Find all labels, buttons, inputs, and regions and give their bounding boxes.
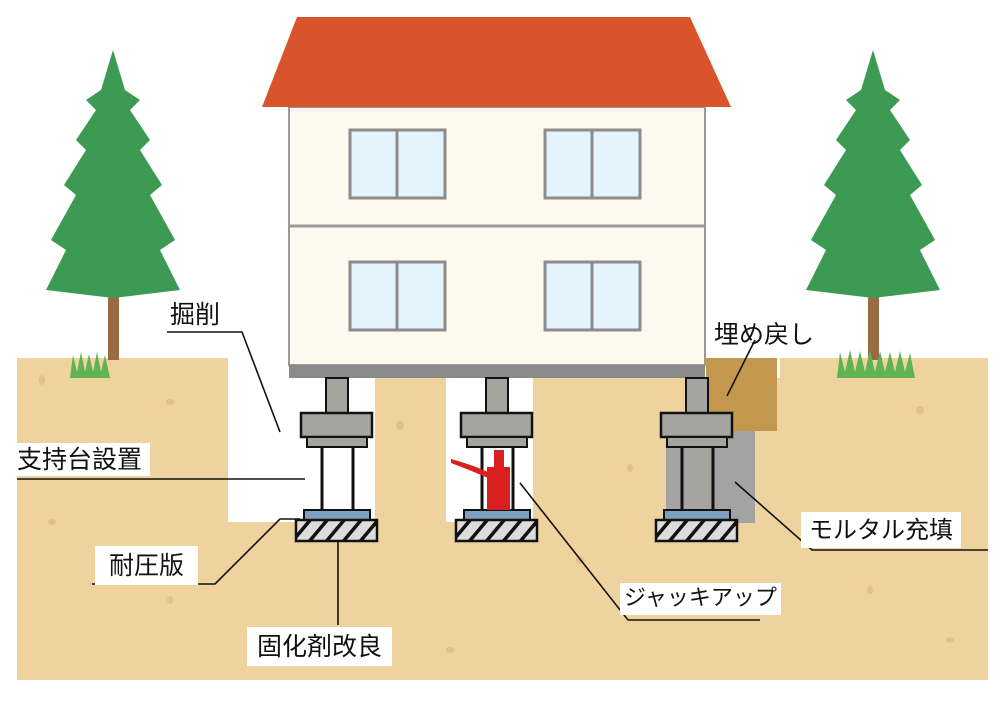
label-solidifier-improvement: 固化剤改良 bbox=[247, 627, 393, 666]
label-excavation: 掘削 bbox=[170, 300, 221, 329]
hydraulic-jack bbox=[451, 450, 510, 510]
roof bbox=[262, 17, 731, 107]
label-mortar-fill: モルタル充填 bbox=[801, 512, 961, 548]
house bbox=[262, 17, 731, 378]
label-jack-up: ジャッキアップ bbox=[620, 583, 781, 615]
label-backfill: 埋め戻し bbox=[714, 320, 815, 349]
tree-right bbox=[806, 50, 940, 378]
label-support-install: 支持台設置 bbox=[9, 443, 151, 476]
tree-left bbox=[46, 50, 180, 378]
label-pressure-plate: 耐圧版 bbox=[95, 546, 199, 585]
